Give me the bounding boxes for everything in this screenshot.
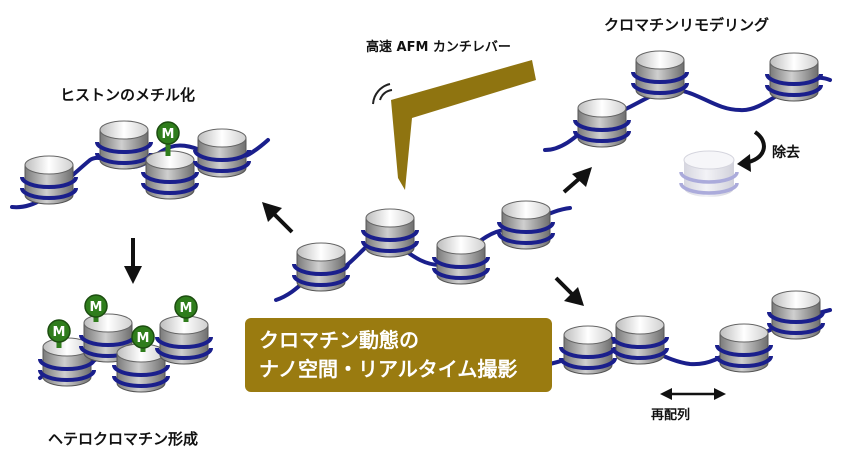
methyl-mark-label: M: [137, 331, 150, 346]
methyl-mark-5: M: [174, 295, 198, 322]
heterochromatin-label: ヘテロクロマチン形成: [48, 430, 199, 448]
afm-cantilever-label: 高速 AFM カンチレバー: [366, 40, 511, 55]
removed-nucleosome: [679, 150, 739, 197]
chromatin-remodeling-label: クロマチンリモデリング: [604, 16, 770, 34]
arrow-removal: [737, 130, 766, 172]
methyl-mark-2: M: [47, 319, 71, 348]
nucleosome-repos-2: [611, 315, 669, 365]
arrow-down-to-heterochromatin: [124, 238, 142, 284]
methyl-mark-4: M: [131, 325, 155, 352]
nucleosome-repos-1: [559, 325, 617, 375]
nucleosome-methyl-2: [95, 120, 153, 170]
methyl-mark-1: M: [156, 121, 180, 156]
center-title-box: クロマチン動態の ナノ空間・リアルタイム撮影: [245, 318, 552, 392]
nucleosome-hetero-4: [155, 315, 213, 365]
methyl-mark-label: M: [180, 301, 193, 316]
arrow-repositioning-double: [660, 388, 726, 400]
nucleosome-center-4: [497, 200, 555, 250]
arrow-to-repositioning: [554, 276, 584, 306]
nucleosome-remodel-3: [765, 52, 823, 102]
nucleosome-hetero-1: [38, 337, 96, 387]
methyl-mark-label: M: [53, 325, 66, 340]
nucleosome-center-3: [432, 235, 490, 285]
nucleosome-center-1: [292, 242, 350, 292]
nucleosome-repos-4: [767, 290, 825, 340]
nucleosome-remodel-2: [631, 50, 689, 100]
arrow-to-methylation: [262, 202, 294, 234]
center-title-line1: クロマチン動態の: [259, 328, 419, 352]
center-title-line2: ナノ空間・リアルタイム撮影: [259, 357, 518, 381]
nucleosome-methyl-1: [20, 155, 78, 205]
methyl-mark-label: M: [162, 127, 175, 142]
nucleosomes: [20, 50, 825, 393]
nucleosome-methyl-3: [141, 150, 199, 200]
methyl-marks: M M M M M: [47, 121, 198, 352]
nucleosome-center-2: [361, 208, 419, 258]
nucleosome-repos-3: [715, 323, 773, 373]
nucleosome-remodel-1: [573, 98, 631, 148]
repositioning-label: 再配列: [651, 408, 691, 423]
arrow-to-remodeling: [562, 167, 592, 194]
nucleosome-hetero-3: [112, 343, 170, 393]
arrows: [124, 130, 766, 400]
methyl-mark-3: M: [84, 294, 108, 322]
histone-methylation-label: ヒストンのメチル化: [60, 86, 196, 104]
removal-label: 除去: [772, 145, 800, 161]
methyl-mark-label: M: [90, 300, 103, 315]
afm-cantilever: [372, 60, 536, 190]
nucleosome-methyl-4: [193, 128, 251, 178]
